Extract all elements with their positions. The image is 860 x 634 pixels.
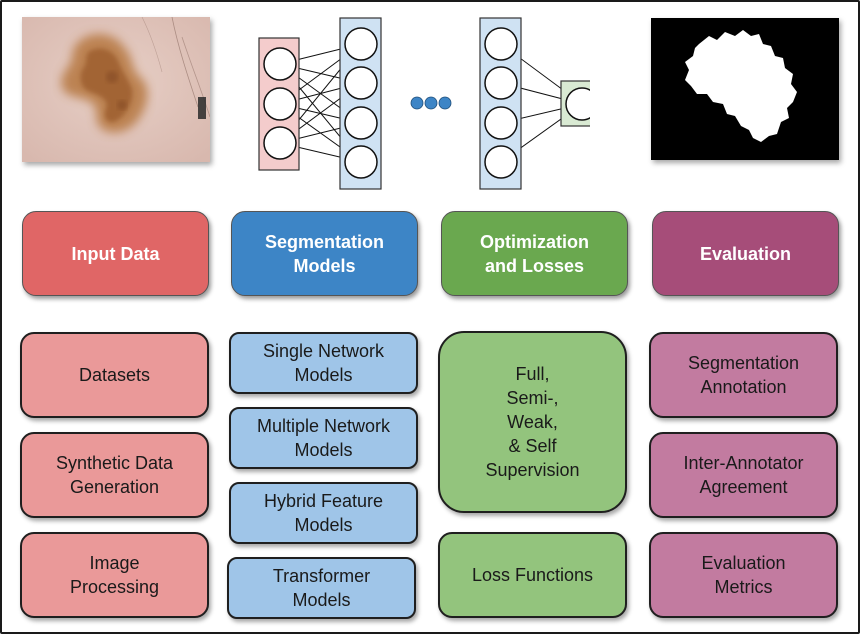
transformer-models-box: Transformer Models <box>227 557 416 619</box>
optimization-losses-header: Optimization and Losses <box>441 211 628 296</box>
evaluation-metrics-box: Evaluation Metrics <box>649 532 838 618</box>
synthetic-data-generation-box: Synthetic Data Generation <box>20 432 209 518</box>
evaluation-header: Evaluation <box>652 211 839 296</box>
datasets-box: Datasets <box>20 332 209 418</box>
loss-functions-box: Loss Functions <box>438 532 627 618</box>
inter-annotator-agreement-box: Inter-Annotator Agreement <box>649 432 838 518</box>
supervision-box: Full, Semi-, Weak, & Self Supervision <box>438 331 627 513</box>
multiple-network-models-box: Multiple Network Models <box>229 407 418 469</box>
single-network-models-box: Single Network Models <box>229 332 418 394</box>
neural-network-schematic <box>258 17 590 190</box>
image-processing-box: Image Processing <box>20 532 209 618</box>
hybrid-feature-models-box: Hybrid Feature Models <box>229 482 418 544</box>
input-data-header: Input Data <box>22 211 209 296</box>
binary-segmentation-mask <box>651 18 839 160</box>
segmentation-annotation-box: Segmentation Annotation <box>649 332 838 418</box>
segmentation-models-header: Segmentation Models <box>231 211 418 296</box>
dermoscopy-lesion-image <box>22 17 210 162</box>
